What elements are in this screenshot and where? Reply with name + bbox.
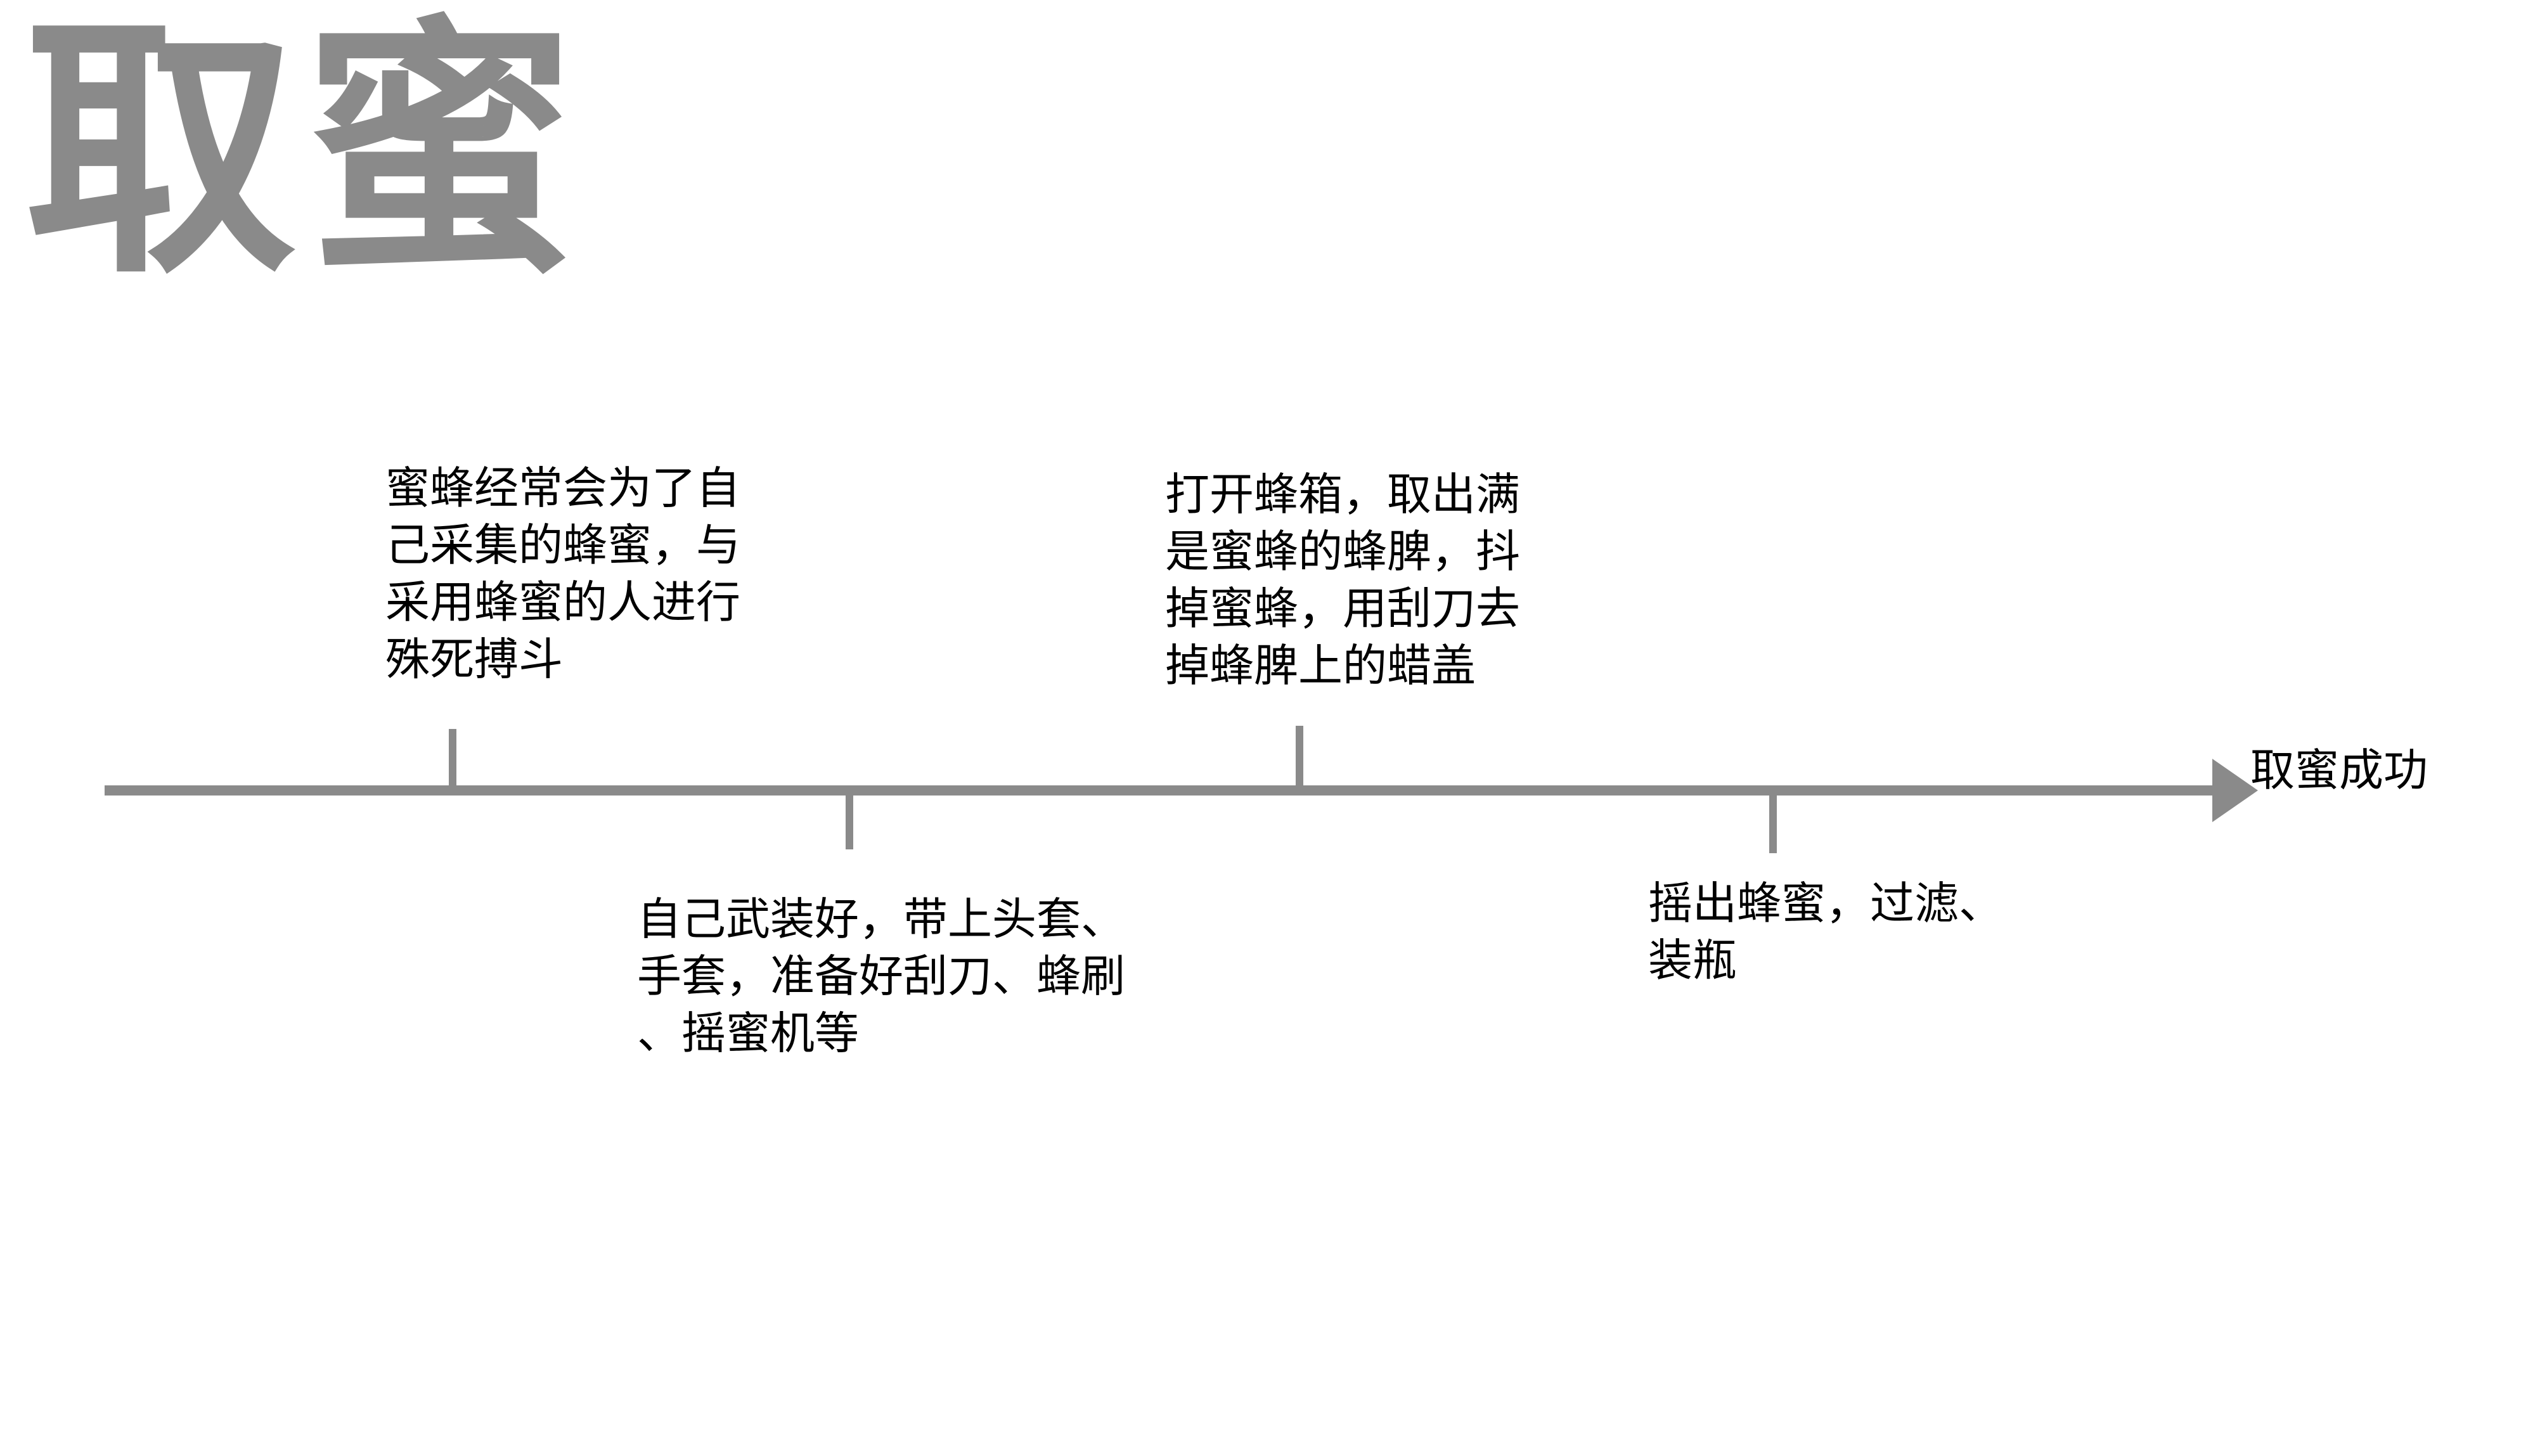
step-text-1: 蜜蜂经常会为了自 己采集的蜂蜜，与 采用蜂蜜的人进行 殊死搏斗 xyxy=(385,460,740,688)
step-4-line-1: 摇出蜂蜜，过滤、 xyxy=(1648,877,2003,929)
step-2-line-1: 自己武装好，带上头套、 xyxy=(637,893,1125,945)
step-2-line-2: 手套，准备好刮刀、蜂刷 xyxy=(637,950,1125,1002)
step-text-2: 自己武装好，带上头套、 手套，准备好刮刀、蜂刷 、摇蜜机等 xyxy=(637,891,1125,1062)
step-2-line-3: 、摇蜜机等 xyxy=(637,1007,859,1059)
step-text-4: 摇出蜂蜜，过滤、 装瓶 xyxy=(1648,875,2003,989)
step-1-line-1: 蜜蜂经常会为了自 xyxy=(385,462,740,514)
step-3-line-1: 打开蜂箱，取出满 xyxy=(1165,468,1520,520)
timeline-end-label: 取蜜成功 xyxy=(2250,744,2428,796)
timeline-arrowhead xyxy=(2212,759,2258,822)
step-1-line-3: 采用蜂蜜的人进行 xyxy=(385,576,740,628)
step-1-line-2: 己采集的蜂蜜，与 xyxy=(385,519,740,571)
step-4-line-2: 装瓶 xyxy=(1648,934,1737,986)
step-3-line-3: 掉蜜蜂，用刮刀去 xyxy=(1165,583,1520,635)
step-text-3: 打开蜂箱，取出满 是蜜蜂的蜂脾，抖 掉蜜蜂，用刮刀去 掉蜂脾上的蜡盖 xyxy=(1165,466,1520,694)
step-3-line-4: 掉蜂脾上的蜡盖 xyxy=(1165,640,1476,692)
page-title: 取蜜 xyxy=(24,0,582,311)
step-1-line-4: 殊死搏斗 xyxy=(385,633,563,685)
step-3-line-2: 是蜜蜂的蜂脾，抖 xyxy=(1165,525,1520,577)
